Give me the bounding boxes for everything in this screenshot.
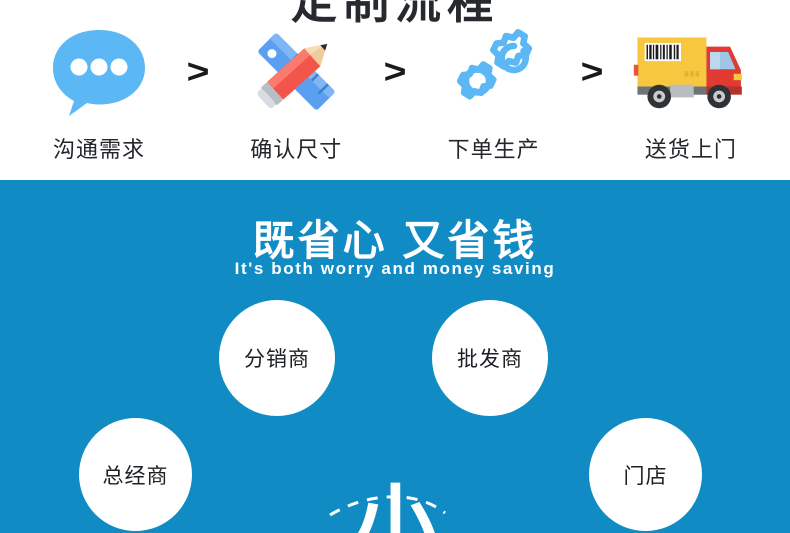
section-divider (0, 180, 790, 183)
ruler-pencil-icon (237, 22, 355, 122)
flow-step-label: 送货上门 (644, 137, 737, 162)
flow-step-label: 确认尺寸 (250, 137, 343, 162)
flow-steps-row: 沟通需求 > (40, 22, 750, 172)
promo-headline-en: It's both worry and money saving (234, 259, 556, 278)
savings-promo-section: 既省心 又省钱 It's both worry and money saving… (0, 183, 790, 533)
flow-step-label: 下单生产 (447, 137, 540, 162)
flow-arrow-icon: > (383, 53, 407, 91)
channel-node-store[interactable]: 门店 (589, 418, 702, 531)
channel-node-general-agent[interactable]: 总经商 (79, 418, 192, 531)
gears-icon (435, 22, 553, 122)
flow-step-4: 送货上门 (632, 22, 750, 164)
channel-node-label: 门店 (623, 464, 668, 488)
delivery-truck-icon (632, 22, 750, 122)
speech-bubble-icon (40, 22, 158, 122)
promo-headline-cn: 既省心 又省钱 (252, 217, 538, 264)
channel-node-label: 总经商 (102, 464, 169, 488)
flow-arrow-icon: > (186, 53, 210, 91)
customization-flow-section: 定制流程 沟通需求 > (0, 0, 790, 180)
page-title: 定制流程 (291, 0, 499, 28)
channel-node-label: 批发商 (457, 348, 523, 371)
flow-step-label: 沟通需求 (52, 137, 145, 162)
channel-node-wholesaler[interactable]: 批发商 (432, 300, 548, 416)
channel-node-label: 分销商 (244, 348, 310, 371)
channel-node-distributor[interactable]: 分销商 (219, 300, 335, 416)
flow-step-2: 确认尺寸 (237, 22, 355, 164)
flow-arrow-icon: > (580, 53, 604, 91)
flow-step-1: 沟通需求 (40, 22, 158, 164)
flow-step-3: 下单生产 (435, 22, 553, 164)
